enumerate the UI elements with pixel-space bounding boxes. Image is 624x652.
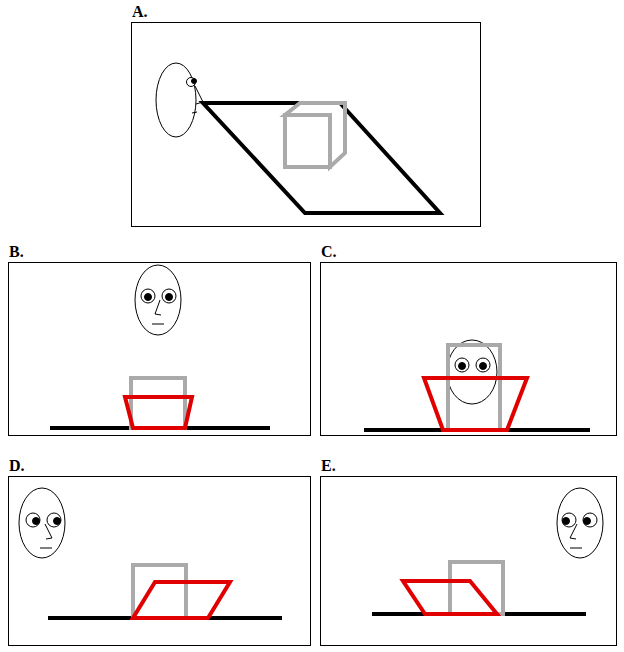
panel-label: B. xyxy=(9,243,24,261)
projected-shape xyxy=(133,582,230,618)
panel-label: A. xyxy=(132,3,148,21)
table-surface xyxy=(203,103,440,213)
front-face xyxy=(19,488,65,558)
projected-shape xyxy=(403,581,497,614)
panel-frame: B. xyxy=(8,262,311,436)
cube-view xyxy=(133,565,186,618)
profile-face xyxy=(156,63,203,137)
cube xyxy=(285,103,345,167)
front-face xyxy=(135,265,181,335)
cube-view xyxy=(448,345,500,430)
panel-frame: A. xyxy=(131,22,481,227)
panel-label: D. xyxy=(9,457,25,475)
panel-frame: E. xyxy=(320,476,617,646)
panel-label: E. xyxy=(321,457,336,475)
cube-view xyxy=(131,378,185,428)
front-face xyxy=(557,488,603,558)
panel-label: C. xyxy=(321,243,337,261)
panel-frame: D. xyxy=(8,476,311,646)
front-face xyxy=(447,340,497,404)
projected-shape xyxy=(125,397,192,428)
panel-frame: C. xyxy=(320,262,617,436)
projected-shape xyxy=(424,378,527,430)
